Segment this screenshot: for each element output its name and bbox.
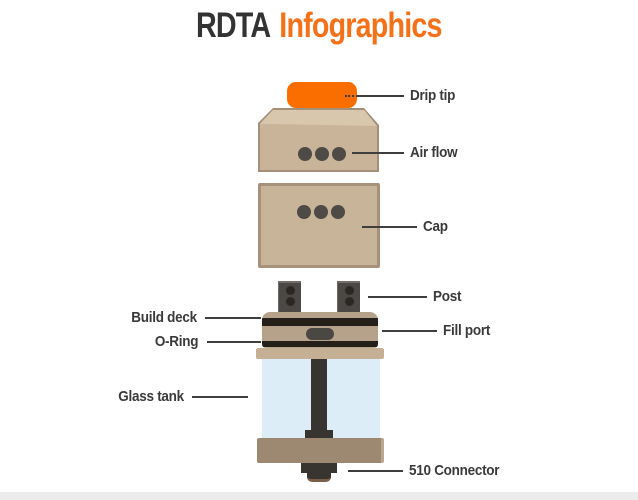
callout-line-glass-tank	[192, 396, 248, 398]
airflow-hole-icon	[332, 147, 346, 161]
build-deck-shape	[262, 312, 378, 348]
post-screw-icon	[285, 286, 295, 295]
post-screw-icon	[344, 297, 354, 306]
chimney-shape	[311, 359, 327, 430]
callout-line-o-ring	[207, 341, 261, 343]
deck-top-band	[262, 318, 378, 326]
cap-shape	[258, 183, 380, 268]
cap-hole-icon	[297, 205, 311, 219]
callout-line-build-deck	[205, 317, 261, 319]
o-ring-shape	[262, 341, 378, 347]
title-infographics: Infographics	[279, 6, 442, 45]
callout-line-drip-tip-dotted	[345, 95, 358, 97]
callout-line-fill-port	[382, 330, 437, 332]
cap-holes	[297, 205, 345, 219]
label-post: Post	[433, 288, 462, 305]
label-510-connector: 510 Connector	[409, 462, 500, 479]
label-fill-port: Fill port	[443, 322, 491, 339]
post-screw-icon	[285, 297, 295, 306]
post-right-shape	[337, 281, 360, 313]
cap-hole-icon	[331, 205, 345, 219]
footer-strip	[0, 492, 638, 500]
tank-top-ring	[256, 348, 384, 359]
callout-line-air-flow	[352, 152, 404, 154]
callout-line-drip-tip	[358, 95, 404, 97]
callout-line-post	[368, 296, 427, 298]
connector-510-shape	[301, 463, 337, 473]
post-left-shape	[278, 281, 301, 313]
top-cap-bevel	[260, 110, 377, 126]
label-o-ring: O-Ring	[154, 333, 199, 350]
connector-510-thread	[307, 473, 331, 482]
title-rdta: RDTA	[196, 6, 271, 45]
airflow-holes	[298, 147, 346, 161]
label-glass-tank: Glass tank	[118, 388, 184, 405]
airflow-hole-icon	[298, 147, 312, 161]
label-air-flow: Air flow	[410, 144, 458, 161]
chimney-foot-shape	[305, 430, 333, 438]
label-build-deck: Build deck	[131, 309, 197, 326]
post-screw-icon	[344, 286, 354, 295]
airflow-hole-icon	[315, 147, 329, 161]
callout-line-cap	[362, 226, 417, 228]
label-cap: Cap	[423, 218, 448, 235]
top-cap-shape	[258, 108, 379, 172]
callout-line-510-connector	[348, 470, 403, 472]
label-drip-tip: Drip tip	[410, 87, 456, 104]
fill-port-shape	[306, 328, 334, 340]
base-ring-shape	[257, 438, 384, 463]
cap-hole-icon	[314, 205, 328, 219]
